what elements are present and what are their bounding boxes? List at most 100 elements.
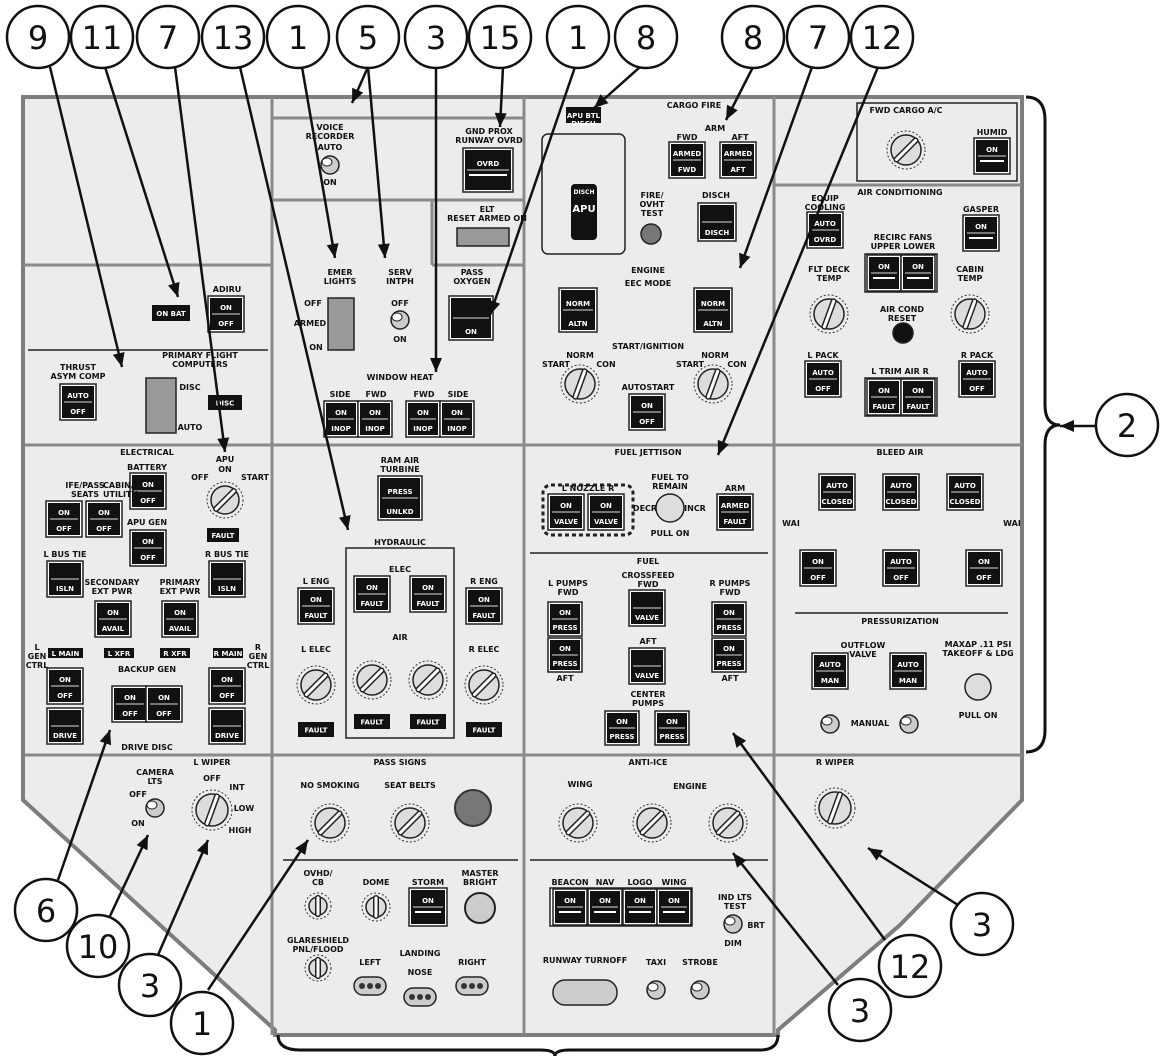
serv-intph-toggle[interactable] <box>390 310 410 330</box>
voice-recorder-toggle[interactable] <box>320 155 340 175</box>
emer-lights-guard[interactable] <box>327 297 355 351</box>
pfc-guard[interactable] <box>145 377 177 434</box>
humid-switch[interactable]: ON <box>973 137 1011 175</box>
dome-knob[interactable] <box>361 892 391 922</box>
ind-lts-toggle[interactable] <box>723 914 743 934</box>
wing-anti-ice-selector[interactable] <box>558 803 598 843</box>
gnd-prox-switch[interactable]: OVRD <box>462 147 514 193</box>
taxi-toggle[interactable] <box>646 980 666 1000</box>
elt-switch[interactable] <box>456 227 510 247</box>
outflow-fwd-manual-toggle[interactable] <box>820 714 840 734</box>
camera-lts-toggle[interactable] <box>145 798 165 818</box>
strobe-toggle[interactable] <box>690 980 710 1000</box>
ldg-alt-knob[interactable] <box>964 673 992 701</box>
r-drive-disc-switch[interactable]: DRIVE <box>208 707 246 745</box>
air-cond-reset-button[interactable] <box>892 322 914 344</box>
crossfeed-aft-switch[interactable]: VALVE <box>628 647 666 685</box>
pass-oxygen-switch[interactable]: ON <box>448 295 494 341</box>
fwd-cargo-selector[interactable] <box>886 130 926 170</box>
recirc-lower-switch[interactable]: ON <box>900 254 936 292</box>
r-wiper-selector[interactable] <box>814 787 856 829</box>
hyd-l-elec-selector[interactable] <box>296 665 336 705</box>
seat-belts-selector[interactable] <box>390 803 430 843</box>
exterior-light-switch-0[interactable]: ON <box>552 888 588 926</box>
landing-light-switch-1[interactable] <box>403 987 437 1007</box>
exterior-light-switch-3[interactable]: ON <box>656 888 692 926</box>
apu-selector[interactable] <box>206 481 244 519</box>
l-drive-disc-switch[interactable]: DRIVE <box>46 707 84 745</box>
exterior-light-switch-1[interactable]: ON <box>587 888 623 926</box>
cabin-temp-selector[interactable] <box>950 294 990 334</box>
gasper-switch[interactable]: ON <box>962 214 1000 252</box>
glareshield-knob[interactable] <box>304 954 332 982</box>
landing-light-switch-2[interactable] <box>455 976 489 996</box>
l-wiper-selector[interactable] <box>191 789 233 831</box>
master-bright-knob[interactable] <box>464 892 496 924</box>
landing-light-switch-0[interactable] <box>353 976 387 996</box>
flt-deck-temp-selector[interactable] <box>809 294 849 334</box>
storm-switch[interactable]: ON <box>408 887 448 927</box>
hyd-r-elec-selector[interactable] <box>464 665 504 705</box>
ovhd-cb-knob[interactable] <box>304 892 332 920</box>
start-r-selector[interactable] <box>693 364 733 404</box>
hyd-c2-air-selector[interactable] <box>408 660 448 700</box>
recirc-upper-switch[interactable]: ON <box>866 254 902 292</box>
eng-l-anti-ice-selector[interactable] <box>632 803 672 843</box>
crossfeed-fwd-switch[interactable]: VALVE <box>628 589 666 627</box>
runway-turnoff-switch[interactable] <box>552 979 618 1006</box>
chime-button[interactable] <box>454 789 492 827</box>
r-bus-tie-switch[interactable]: ISLN <box>208 560 246 598</box>
apu-fire-handle[interactable] <box>571 184 597 240</box>
cargo-disch-switch[interactable]: DISCH <box>697 202 737 242</box>
no-smoking-selector[interactable] <box>310 803 350 843</box>
hyd-c1-air-selector[interactable] <box>352 660 392 700</box>
l-bus-tie-switch[interactable]: ISLN <box>46 560 84 598</box>
fire-test-button[interactable] <box>640 223 662 245</box>
start-l-selector[interactable] <box>560 364 600 404</box>
